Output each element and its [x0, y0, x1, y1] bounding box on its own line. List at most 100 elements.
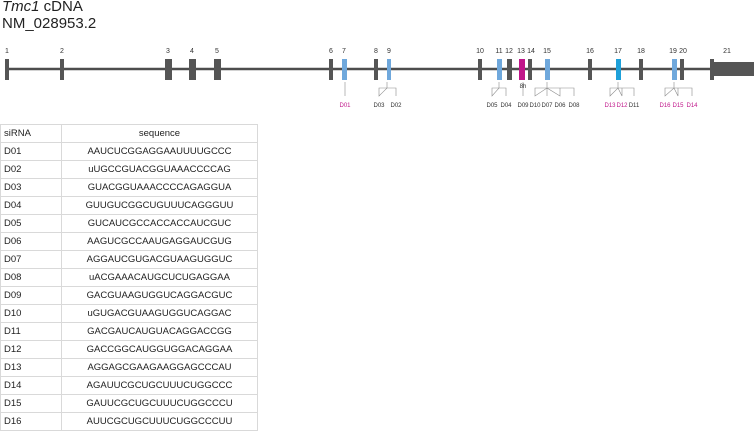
exon-label: 9	[387, 48, 391, 55]
sirna-label: D15	[672, 103, 684, 109]
exon-label: 2	[60, 48, 64, 55]
sequence-cell: AGAUUCGCUGCUUUCUGGCCC	[61, 376, 258, 395]
sirna-id-cell: D01	[0, 142, 62, 161]
sirna-id-cell: D16	[0, 412, 62, 431]
exon-label: 19	[669, 48, 677, 55]
exon-label: 6	[329, 48, 333, 55]
sirna-label: D08	[568, 103, 580, 109]
sirna-id-cell: D05	[0, 214, 62, 233]
sequence-cell: GUUGUCGGCUGUUUCAGGGUU	[61, 196, 258, 215]
exon-label: 8	[374, 48, 378, 55]
sirna-id-cell: D10	[0, 304, 62, 323]
sequence-cell: AGGAUCGUGACGUAAGUGGUC	[61, 250, 258, 269]
sirna-label: D11	[629, 103, 640, 109]
sequence-cell: AUUCGCUGCUUUCUGGCCCUU	[61, 412, 258, 431]
exon-label: 18	[637, 48, 645, 55]
bracket-d10-d08	[534, 82, 575, 97]
accession-number: NM_028953.2	[2, 15, 97, 32]
sequence-cell: GACGAUCAUGUACAGGACCGG	[61, 322, 258, 341]
exon-16-box	[588, 59, 592, 80]
column-header-sequence: sequence	[61, 124, 258, 143]
sirna-label: D04	[500, 103, 512, 109]
sequence-cell: uGUGACGUAAGUGGUCAGGAC	[61, 304, 258, 323]
sequence-cell: GUACGGUAAACCCCAGAGGUA	[61, 178, 258, 197]
exon-5-box	[214, 59, 221, 80]
bracket-d16-d14	[664, 82, 693, 97]
table-header-row: siRNA sequence	[0, 124, 258, 143]
exon-label: 11	[495, 48, 502, 55]
exon-label: 16	[586, 48, 594, 55]
exon-13-box	[519, 59, 525, 80]
exon-21-box	[710, 59, 714, 80]
bracket-d13-d11	[609, 82, 635, 97]
sirna-label: D03	[373, 103, 385, 109]
exon-4-box	[189, 59, 196, 80]
exon-20-box	[680, 59, 684, 80]
sequence-cell: AAUCUCGGAGGAAUUUUGCCC	[61, 142, 258, 161]
exon-1-box	[5, 59, 9, 80]
gene-name: Tmc1	[2, 0, 40, 15]
sirna-id-cell: D07	[0, 250, 62, 269]
sequence-cell: GACCGGCAUGGUGGACAGGAA	[61, 340, 258, 359]
gene-title: Tmc1 cDNA	[2, 0, 83, 15]
sirna-label: D10	[529, 103, 541, 109]
exon-18-box	[639, 59, 643, 80]
exon-14-box	[528, 59, 532, 80]
exon-label: 4	[190, 48, 194, 55]
exon-11-box	[497, 59, 502, 80]
exon-label: 5	[215, 48, 219, 55]
sirna-label: D02	[390, 103, 402, 109]
sirna-label: D16	[659, 103, 671, 109]
sirna-id-cell: D08	[0, 268, 62, 287]
sequence-cell: AAGUCGCCAAUGAGGAUCGUG	[61, 232, 258, 251]
exon-3-box	[165, 59, 172, 80]
sequence-cell: GAUUCGCUGCUUUCUGGCCCU	[61, 394, 258, 413]
sirna-id-cell: D02	[0, 160, 62, 179]
exon-label: 21	[723, 48, 731, 55]
sirna-label: D06	[554, 103, 566, 109]
exon-label: 3	[166, 48, 170, 55]
sirna-id-cell: D04	[0, 196, 62, 215]
exon-12-box	[507, 59, 512, 80]
sirna-label: D12	[616, 103, 628, 109]
exon-label: 20	[679, 48, 687, 55]
sequence-cell: AGGAGCGAAGAAGGAGCCCAU	[61, 358, 258, 377]
sirna-id-cell: D11	[0, 322, 62, 341]
sirna-label: D07	[541, 103, 553, 109]
column-header-sirna: siRNA	[0, 124, 62, 143]
exon-label: 12	[505, 48, 513, 55]
exon-label: 7	[342, 48, 346, 55]
sequence-cell: uACGAAACAUGCUCUGAGGAA	[61, 268, 258, 287]
exon-label: 17	[614, 48, 622, 55]
bracket-d05-d04	[491, 82, 507, 97]
sirna-id-cell: D06	[0, 232, 62, 251]
exon-17-box	[616, 59, 621, 80]
exon-label: 15	[543, 48, 551, 55]
sirna-label: D13	[604, 103, 616, 109]
sirna-id-cell: D03	[0, 178, 62, 197]
exon-19-box	[672, 59, 677, 80]
exon-7-box	[342, 59, 347, 80]
sirna-id-cell: D13	[0, 358, 62, 377]
exon-label: 1	[5, 48, 9, 55]
sirna-id-cell: D15	[0, 394, 62, 413]
exon-label: 10	[476, 48, 484, 55]
bracket-d03-d02	[378, 82, 397, 97]
sirna-label: D14	[686, 103, 698, 109]
exon-10-box	[478, 59, 482, 80]
sirna-label: D01	[339, 103, 351, 109]
